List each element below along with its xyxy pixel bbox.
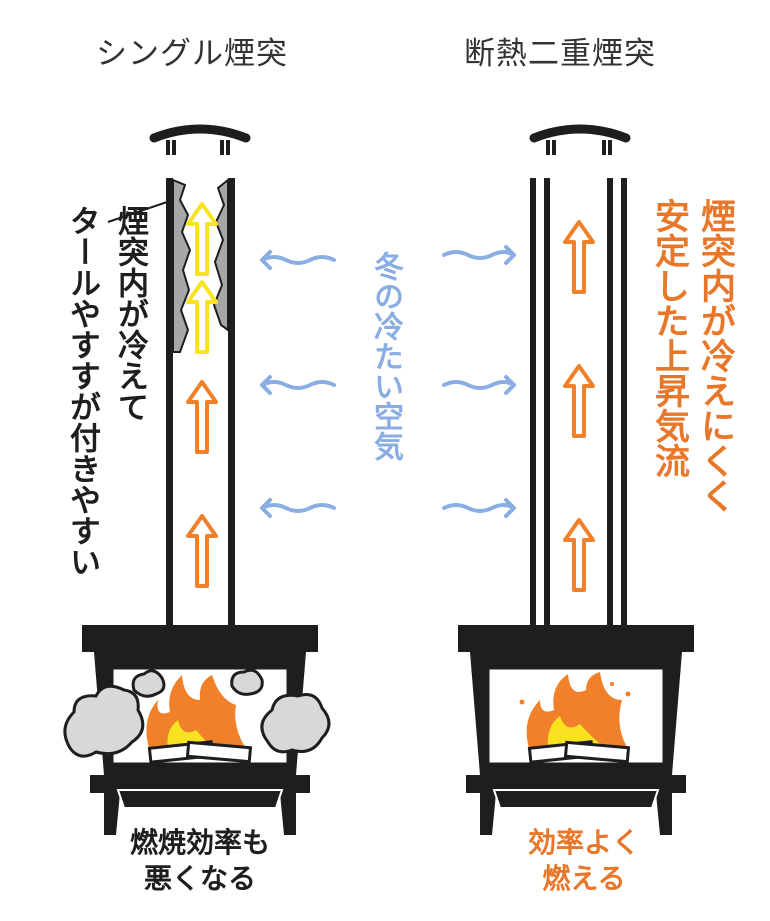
single-chimney-tar-note: 煙突内が冷えて タールやすすが付きやすい <box>58 205 154 577</box>
single-note-line-2: タールやすすが付きやすい <box>64 205 100 577</box>
cold-air-label-line-1: 冬の冷たい空気 <box>368 251 403 461</box>
single-note-line-1: 煙突内が冷えて <box>112 205 148 422</box>
cold-air-arrow-right-3 <box>442 498 516 518</box>
double-caption-line-2: 燃える <box>542 862 626 895</box>
insulated-double-chimney-title: 断熱二重煙突 <box>464 36 656 72</box>
tar-deposit-right <box>212 177 229 332</box>
left-chimney-wall-right <box>228 178 235 632</box>
double-note-line-2: 安定した上昇気流 <box>649 198 689 478</box>
tar-leader-line <box>107 199 174 223</box>
single-caption-line-1: 燃焼効率も <box>129 826 270 859</box>
right-stove-top <box>458 625 694 652</box>
stable-updraft-arrow-1 <box>563 220 595 294</box>
left-stove-base <box>90 775 310 793</box>
single-stove-caption: 燃焼効率も 悪くなる <box>100 825 300 897</box>
cold-air-arrow-right-2 <box>442 375 516 395</box>
left-chimney-cap <box>149 124 251 143</box>
cold-winter-air-label: 冬の冷たい空気 <box>365 251 405 461</box>
updraft-arrow-weak-2 <box>186 280 218 354</box>
right-chimney-outer-right <box>621 178 627 632</box>
right-ash-drawer <box>492 789 660 809</box>
cold-air-arrow-left-1 <box>260 250 336 270</box>
left-chimney-wall-left <box>166 178 173 632</box>
cold-air-arrow-left-2 <box>260 375 336 395</box>
stable-updraft-arrow-2 <box>563 364 595 438</box>
updraft-arrow-weak-1 <box>186 202 218 276</box>
cold-air-squiggles <box>260 245 516 518</box>
left-log-2 <box>185 740 253 764</box>
single-chimney-stove <box>63 124 331 835</box>
double-note-line-1: 煙突内が冷えにくく <box>695 198 735 513</box>
cold-air-arrow-left-3 <box>260 498 336 518</box>
stable-updraft-arrow-3 <box>563 518 595 592</box>
single-caption-line-2: 悪くなる <box>143 862 256 895</box>
updraft-arrow-2 <box>186 514 218 588</box>
cold-air-arrow-right-1 <box>442 245 516 265</box>
double-stove-caption: 効率よく 燃える <box>484 825 684 897</box>
left-ash-drawer <box>116 789 284 809</box>
right-chimney-inner-right <box>607 178 613 632</box>
right-chimney-inner-left <box>544 178 550 632</box>
right-chimney-cap <box>529 124 631 143</box>
left-smoke-clouds <box>63 668 331 758</box>
double-chimney-stove <box>458 124 694 835</box>
single-chimney-title: シングル煙突 <box>96 36 288 72</box>
left-stove-top <box>82 625 318 652</box>
right-log-2 <box>563 740 631 764</box>
double-chimney-updraft-note: 煙突内が冷えにくく 安定した上昇気流 <box>646 198 738 513</box>
right-chimney-outer-left <box>530 178 536 632</box>
updraft-arrow-1 <box>186 380 218 454</box>
right-stove-base <box>466 775 686 793</box>
double-caption-line-1: 効率よく <box>527 826 640 859</box>
tar-deposit-left <box>172 178 192 353</box>
